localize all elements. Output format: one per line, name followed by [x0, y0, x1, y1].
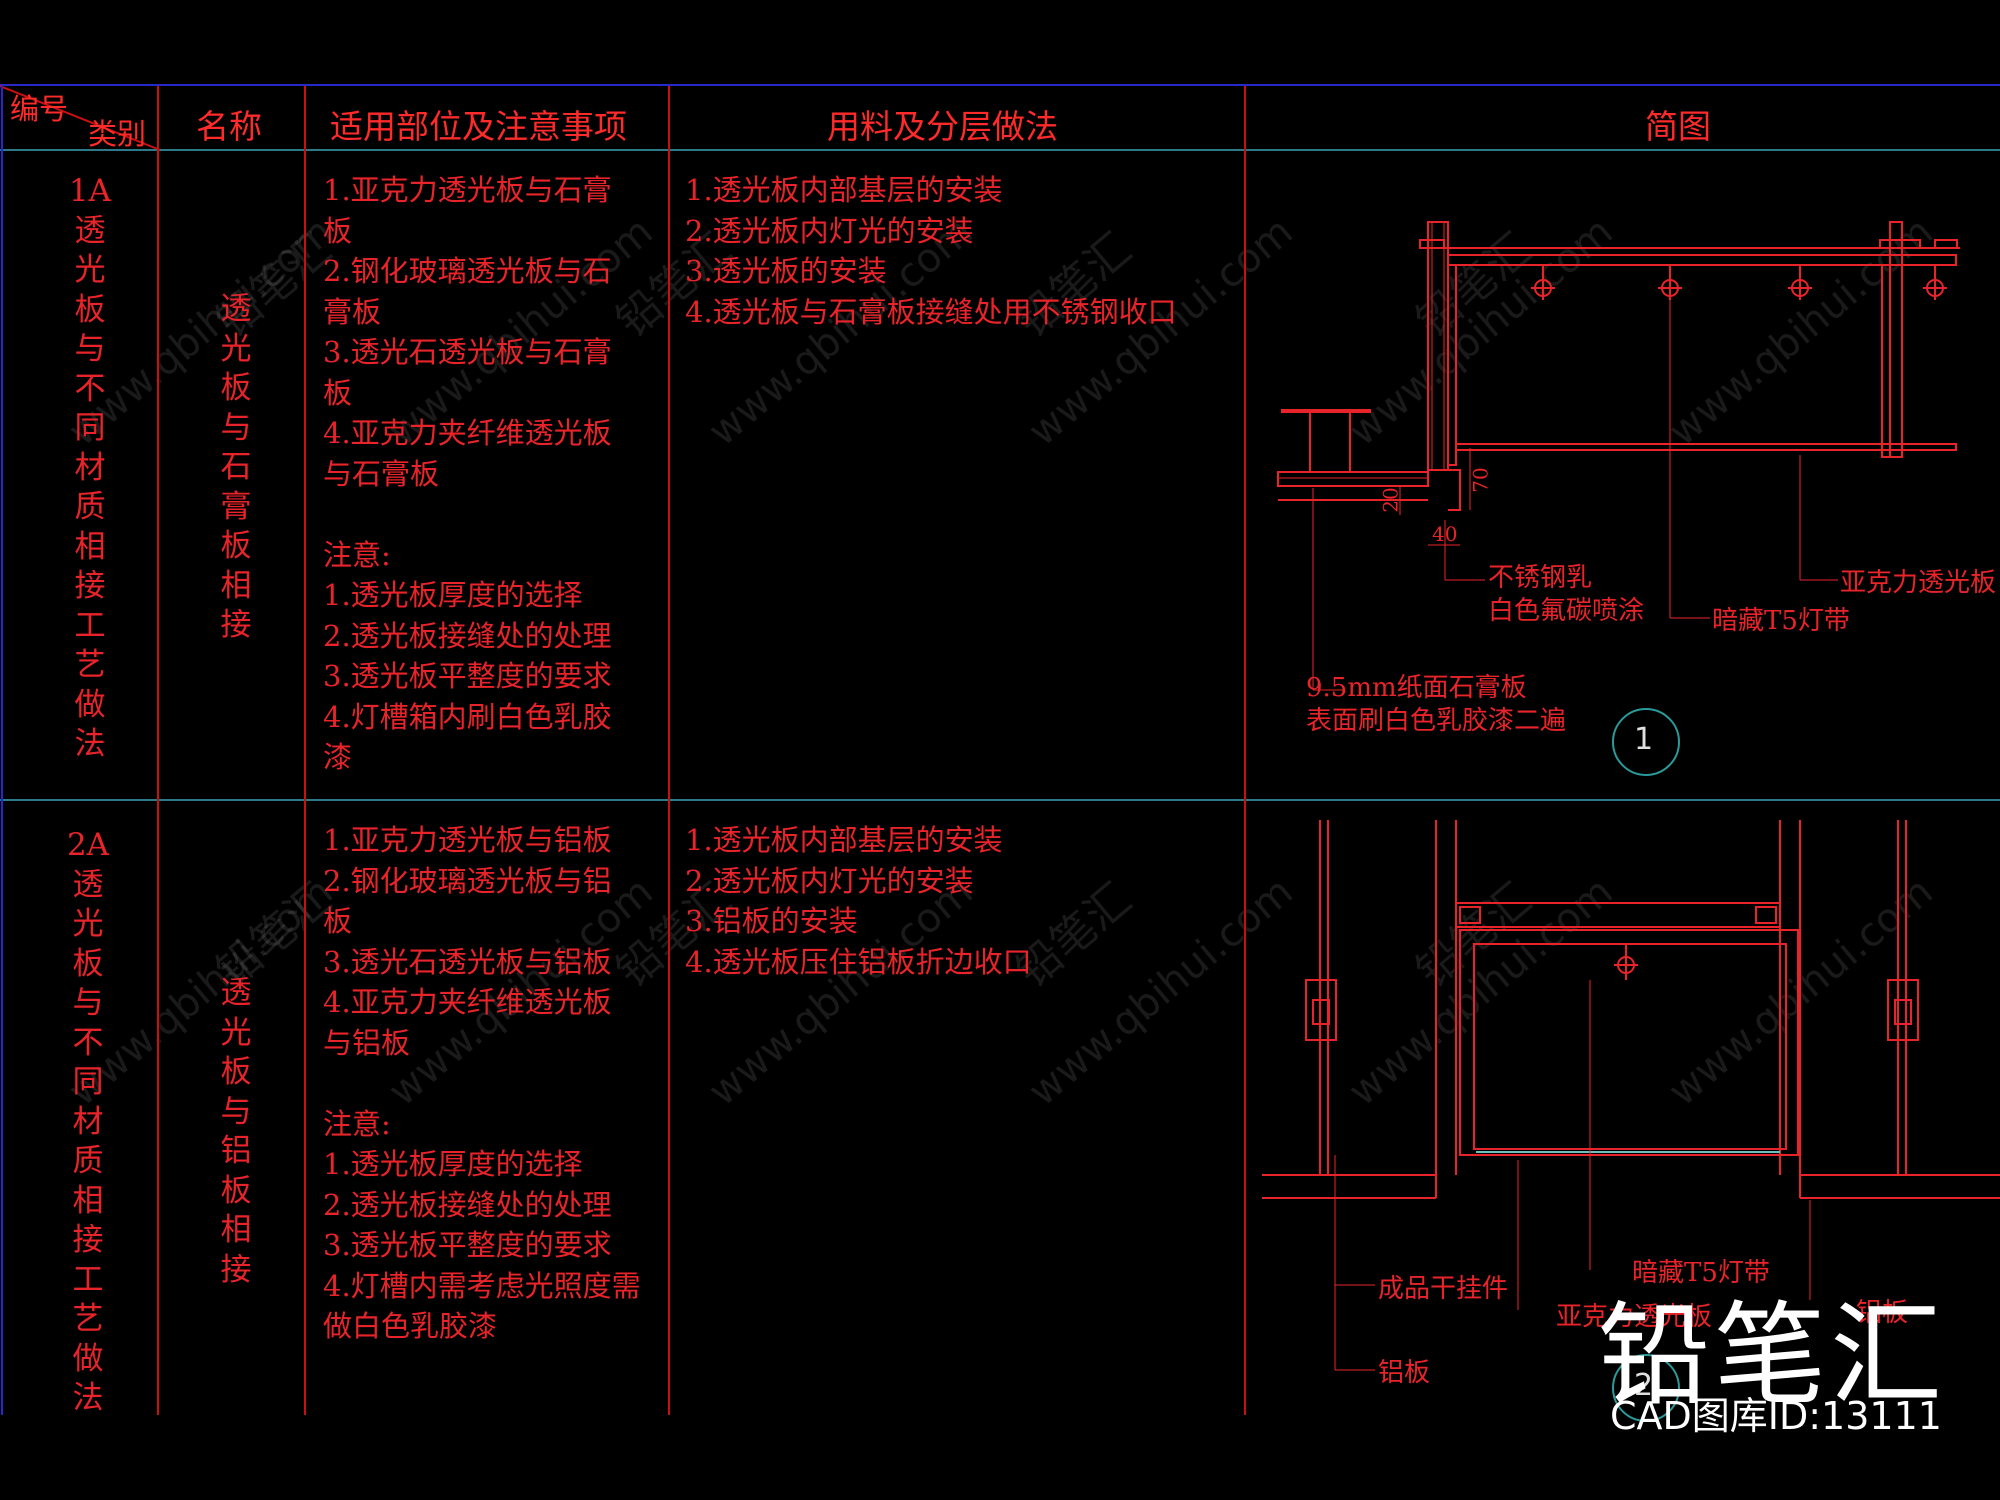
header-corner-top: 编号: [10, 92, 69, 126]
row-2-method: 1.透光板内部基层的安装 2.透光板内灯光的安装 3.铝板的安装 4.透光板压住…: [685, 823, 1032, 979]
dim-20: 20: [1378, 487, 1403, 513]
label-aluminum: 铝板: [1378, 1358, 1431, 1388]
row-1-scope: 1.亚克力透光板与石膏 板 2.钢化玻璃透光板与石 膏板 3.透光石透光板与石膏…: [323, 173, 612, 774]
table-grid: [0, 84, 2000, 1415]
lamp-icon: [1658, 265, 1682, 300]
lamp-icon: [1788, 265, 1812, 300]
label-aluminum-2: 铝板: [1856, 1298, 1909, 1328]
header-method: 用料及分层做法: [827, 107, 1058, 146]
lamp-icon: [1923, 265, 1947, 300]
header-corner-bottom: 类别: [88, 117, 147, 151]
row-1-method: 1.透光板内部基层的安装 2.透光板内灯光的安装 3.透光板的安装 4.透光板与…: [685, 173, 1177, 329]
label-t5-light-2: 暗藏T5灯带: [1632, 1258, 1770, 1288]
dim-70: 70: [1468, 467, 1493, 493]
label-gypsum-board: 9.5mm纸面石膏板 表面刷白色乳胶漆二遍: [1306, 673, 1567, 736]
detail-number-1: 1: [1634, 722, 1654, 757]
label-steel-trim: 不锈钢乳 白色氟碳喷涂: [1488, 563, 1645, 626]
header-scope: 适用部位及注意事项: [330, 107, 627, 146]
brand-id: CAD图库ID:13111: [1610, 1394, 1942, 1438]
row-2-code: 2A 透 光 板 与 不 同 材 质 相 接 工 艺 做 法: [66, 827, 110, 1416]
header-diagram: 简图: [1645, 107, 1711, 146]
label-t5-light: 暗藏T5灯带: [1712, 606, 1850, 636]
diagram-1: [1277, 221, 1960, 776]
brand-logo: 铅笔汇: [1598, 1291, 1946, 1421]
row-2-name: 透 光 板 与 铝 板 相 接: [220, 975, 252, 1288]
row-2-scope: 1.亚克力透光板与铝板 2.钢化玻璃透光板与铝 板 3.透光石透光板与铝板 4.…: [323, 823, 641, 1343]
row-1-name: 透 光 板 与 石 膏 板 相 接: [220, 291, 252, 643]
diagram-2: [1262, 820, 2000, 1422]
header-name: 名称: [196, 107, 262, 146]
label-acrylic-panel-2: 亚克力透光板: [1556, 1302, 1713, 1332]
detail-number-2: 2: [1634, 1368, 1654, 1403]
dim-40: 40: [1432, 522, 1458, 546]
row-1-code: 1A 透 光 板 与 不 同 材 质 相 接 工 艺 做 法: [68, 173, 112, 762]
lamp-icon: [1531, 265, 1555, 300]
label-hanger: 成品干挂件: [1378, 1274, 1509, 1304]
label-acrylic-panel: 亚克力透光板: [1840, 568, 1997, 598]
